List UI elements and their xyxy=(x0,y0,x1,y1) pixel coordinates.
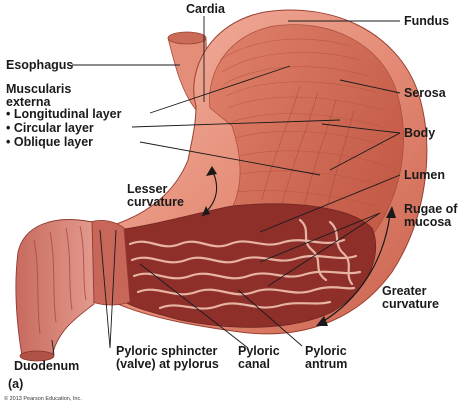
label-circular-layer: • Circular layer xyxy=(6,121,94,135)
copyright-text: © 2013 Pearson Education, Inc. xyxy=(4,396,82,402)
label-rugae-2: mucosa xyxy=(404,215,452,229)
label-esophagus: Esophagus xyxy=(6,58,74,72)
label-pyloric-canal-2: canal xyxy=(238,357,270,371)
label-pyloric-antrum-2: antrum xyxy=(305,357,348,371)
label-greater-1: Greater xyxy=(382,284,427,298)
muscularis-layer xyxy=(209,24,404,237)
label-pyloric-canal-1: Pyloric xyxy=(238,344,280,358)
panel-label: (a) xyxy=(8,377,24,391)
label-lesser-2: curvature xyxy=(127,195,184,209)
label-lesser-1: Lesser xyxy=(127,182,168,196)
label-greater-2: curvature xyxy=(382,297,439,311)
label-muscularis-1: Muscularis xyxy=(6,82,72,96)
leader-lines xyxy=(51,16,401,356)
pyloric-region xyxy=(89,220,131,306)
duodenum-folds xyxy=(33,225,87,335)
rugae-folds xyxy=(128,218,362,310)
label-longitudinal-layer: • Longitudinal layer xyxy=(6,107,122,121)
label-duodenum: Duodenum xyxy=(14,359,80,373)
label-pyloric-sphincter-1: Pyloric sphincter xyxy=(116,344,218,358)
curvature-arrows xyxy=(201,166,396,326)
label-muscularis-2: externa xyxy=(6,95,51,109)
duodenum-shape xyxy=(15,219,95,357)
label-lumen: Lumen xyxy=(404,168,445,182)
label-pyloric-sphincter-2: (valve) at pylorus xyxy=(116,357,219,371)
label-pyloric-antrum-1: Pyloric xyxy=(305,344,347,358)
label-fundus: Fundus xyxy=(404,14,450,28)
label-rugae-1: Rugae of xyxy=(404,202,458,216)
label-serosa: Serosa xyxy=(404,86,446,100)
esophagus-opening xyxy=(167,31,207,45)
label-oblique-layer: • Oblique layer xyxy=(6,135,94,149)
label-body: Body xyxy=(404,126,436,140)
duodenum-opening xyxy=(19,350,55,362)
oblique-fibers xyxy=(261,85,355,213)
label-cardia: Cardia xyxy=(186,2,225,16)
